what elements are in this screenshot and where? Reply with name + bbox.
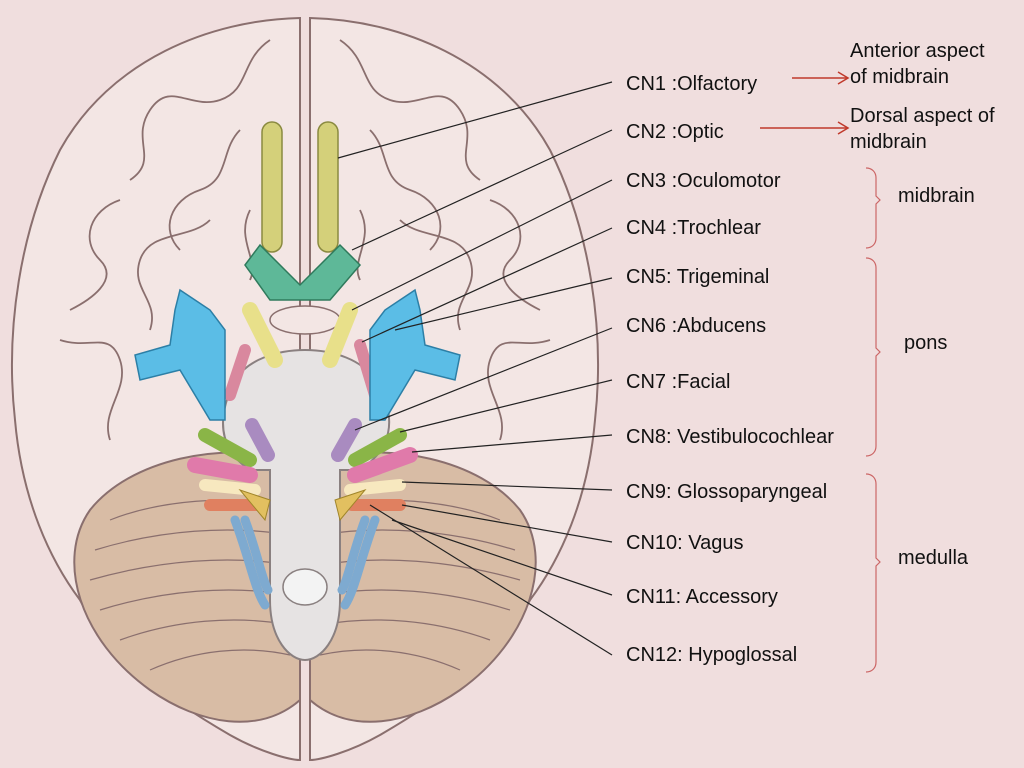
hypoglossal-nerves [238, 488, 367, 522]
optic-note-line2: midbrain [850, 131, 927, 153]
cn12-label: CN12: Hypoglossal [626, 644, 798, 666]
cn4-label: CN4 :Trochlear [626, 217, 761, 239]
region-pons: pons [904, 332, 948, 354]
cn3-label: CN3 :Oculomotor [626, 170, 781, 192]
region-brackets [865, 167, 881, 673]
abducens-nerves [245, 418, 362, 462]
cn9-label: CN9: Glossoparyngeal [626, 481, 828, 503]
olfactory-note-line1: Anterior aspect [850, 40, 985, 62]
cn5-label: CN5: Trigeminal [626, 266, 770, 288]
gyri [59, 39, 551, 441]
optic-chiasm [244, 243, 362, 301]
cn2-label: CN2 :Optic [626, 121, 724, 143]
olfactory-note-line2: of midbrain [850, 66, 949, 88]
optic-note-line1: Dorsal aspect of [850, 105, 995, 127]
olfactory-note: Anterior aspect of midbrain [850, 38, 985, 90]
annotation-arrows [760, 71, 850, 135]
trigeminal-nerves [134, 288, 461, 421]
olfactory-nerves [261, 121, 339, 253]
oculomotor-nerves [242, 302, 358, 368]
accessory-nerves [230, 515, 380, 610]
cn7-label: CN7 :Facial [626, 371, 731, 393]
facial-nerves [198, 428, 407, 467]
cn1-label: CN1 :Olfactory [626, 73, 758, 95]
optic-note: Dorsal aspect of midbrain [850, 103, 995, 155]
region-medulla: medulla [898, 547, 969, 569]
leader-lines [337, 81, 613, 656]
glossopharyngeal-nerves [199, 479, 406, 496]
region-midbrain: midbrain [898, 185, 975, 207]
cn8-label: CN8: Vestibulocochlear [626, 426, 834, 448]
cn11-label: CN11: Accessory [626, 586, 778, 608]
cn6-label: CN6 :Abducens [626, 315, 767, 337]
vestibulocochlear-nerves [187, 447, 418, 483]
cn10-label: CN10: Vagus [626, 532, 744, 554]
